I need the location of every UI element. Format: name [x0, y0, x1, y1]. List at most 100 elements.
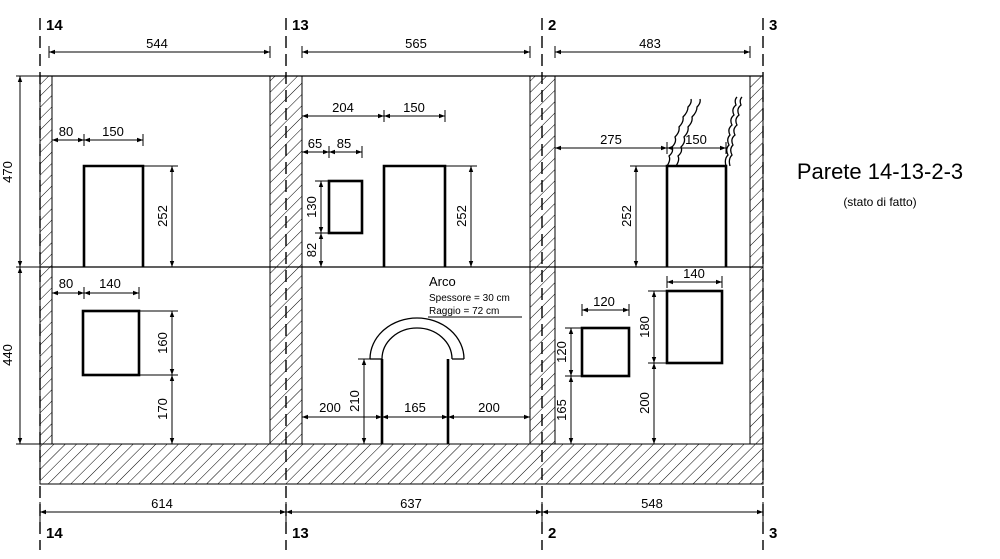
dim-bay1-upper-offset: 80 — [59, 124, 73, 139]
dimension-arrow — [384, 113, 390, 119]
dim-bay1-upper-width: 150 — [102, 124, 124, 139]
dim-top-span2: 565 — [405, 36, 427, 51]
dimension-arrow — [524, 414, 530, 420]
dimension-arrow — [302, 149, 308, 155]
dim-bottom-span2: 637 — [400, 496, 422, 511]
arch-note-thickness: Spessore = 30 cm — [429, 293, 510, 304]
axis-label-13-bottom: 13 — [292, 525, 309, 542]
dimension-arrow — [17, 261, 23, 267]
dimension-arrow — [40, 509, 46, 515]
bay2-upper-door — [382, 164, 447, 267]
dimension-arrow — [716, 279, 722, 285]
dimension-arrow — [623, 307, 629, 313]
dimension-arrow — [524, 49, 530, 55]
dimension-arrow — [468, 261, 474, 267]
dimension-arrow — [555, 49, 561, 55]
dim-bay1-upper-height: 252 — [155, 205, 170, 227]
openings — [81, 96, 743, 444]
dim-bay1-lower-sill: 170 — [155, 398, 170, 420]
dim-top-span3: 483 — [639, 36, 661, 51]
left-wall — [39, 75, 53, 445]
dimension-arrow — [582, 307, 588, 313]
bay1-lower-window — [81, 309, 141, 377]
dimension-arrow — [302, 113, 308, 119]
dimension-arrow — [84, 137, 90, 143]
dim-bottom-span3: 548 — [641, 496, 663, 511]
dimension-arrow — [568, 370, 574, 376]
axis-label-2-bottom: 2 — [548, 525, 556, 542]
dimension-arrow — [49, 49, 55, 55]
dim-bay2-small-sill: 82 — [304, 243, 319, 257]
dimension-arrow — [651, 357, 657, 363]
dim-bay3-upper-height: 252 — [619, 205, 634, 227]
dim-bay2-door-height: 252 — [454, 205, 469, 227]
bay3-lower-small-window — [580, 326, 631, 378]
dimension-arrow — [757, 509, 763, 515]
dimension-arrow — [439, 113, 445, 119]
dimension-arrow — [651, 438, 657, 444]
dimension-arrow — [667, 279, 673, 285]
dim-bay3-lower-small-height: 120 — [554, 341, 569, 363]
dim-bay2-door-width: 150 — [403, 100, 425, 115]
dimension-arrow — [667, 145, 673, 151]
bay1-upper-door — [82, 164, 145, 267]
dim-bay2-arch-width: 165 — [404, 400, 426, 415]
dimension-arrow — [133, 290, 139, 296]
dimension-arrow — [78, 290, 84, 296]
dimension-arrow — [536, 509, 542, 515]
dimension-arrow — [448, 414, 454, 420]
dimension-arrow — [302, 49, 308, 55]
dim-bay3-upper-offset: 275 — [600, 132, 622, 147]
dim-bay1-lower-width: 140 — [99, 276, 121, 291]
dimension-arrow — [361, 359, 367, 365]
dimension-arrow — [568, 438, 574, 444]
dimension-arrow — [318, 233, 324, 239]
dimension-arrow — [356, 149, 362, 155]
dim-bay2-small-offset: 65 — [308, 136, 322, 151]
dimension-arrow — [378, 113, 384, 119]
axis-label-3-bottom: 3 — [769, 525, 777, 542]
dim-bay2-arch-height: 210 — [347, 390, 362, 412]
dimension-arrow — [633, 166, 639, 172]
dimension-arrow — [169, 311, 175, 317]
wall-outline — [39, 75, 764, 485]
foundation — [39, 443, 764, 485]
dimension-arrow — [84, 290, 90, 296]
dim-bay3-lower-big-height: 180 — [637, 316, 652, 338]
dimension-arrow — [568, 376, 574, 382]
pillar-2 — [529, 75, 556, 445]
dim-bay2-arch-left: 200 — [319, 400, 341, 415]
drawing-subtitle: (stato di fatto) — [843, 195, 916, 209]
dimension-arrow — [468, 166, 474, 172]
axis-label-13-top: 13 — [292, 17, 309, 34]
dimension-arrow — [286, 509, 292, 515]
dimension-arrow — [376, 414, 382, 420]
dimension-arrow — [323, 149, 329, 155]
pillar-13 — [269, 75, 303, 445]
dim-bay3-lower-big-width: 140 — [683, 266, 705, 281]
dimension-arrow — [318, 181, 324, 187]
dimension-arrow — [169, 261, 175, 267]
dimension-arrow — [442, 414, 448, 420]
axis-label-3-top: 3 — [769, 17, 777, 34]
dimension-arrow — [78, 137, 84, 143]
dimension-arrow — [169, 438, 175, 444]
dimension-arrow — [329, 149, 335, 155]
dim-bay1-lower-offset: 80 — [59, 276, 73, 291]
axis-label-2-top: 2 — [548, 17, 556, 34]
dimension-arrow — [633, 261, 639, 267]
dimension-arrow — [318, 261, 324, 267]
dim-bay2-door-offset: 204 — [332, 100, 354, 115]
dimension-arrow — [744, 49, 750, 55]
arch-note-radius: Raggio = 72 cm — [429, 306, 499, 317]
dimension-arrow — [318, 227, 324, 233]
dimension-arrow — [52, 137, 58, 143]
dimension-arrow — [382, 414, 388, 420]
bay3-upper-door — [665, 96, 743, 267]
dim-bay3-upper-width: 150 — [685, 132, 707, 147]
dimension-arrow — [264, 49, 270, 55]
dim-bottom-span1: 614 — [151, 496, 173, 511]
dimension-arrow — [542, 509, 548, 515]
right-wall — [749, 75, 764, 445]
